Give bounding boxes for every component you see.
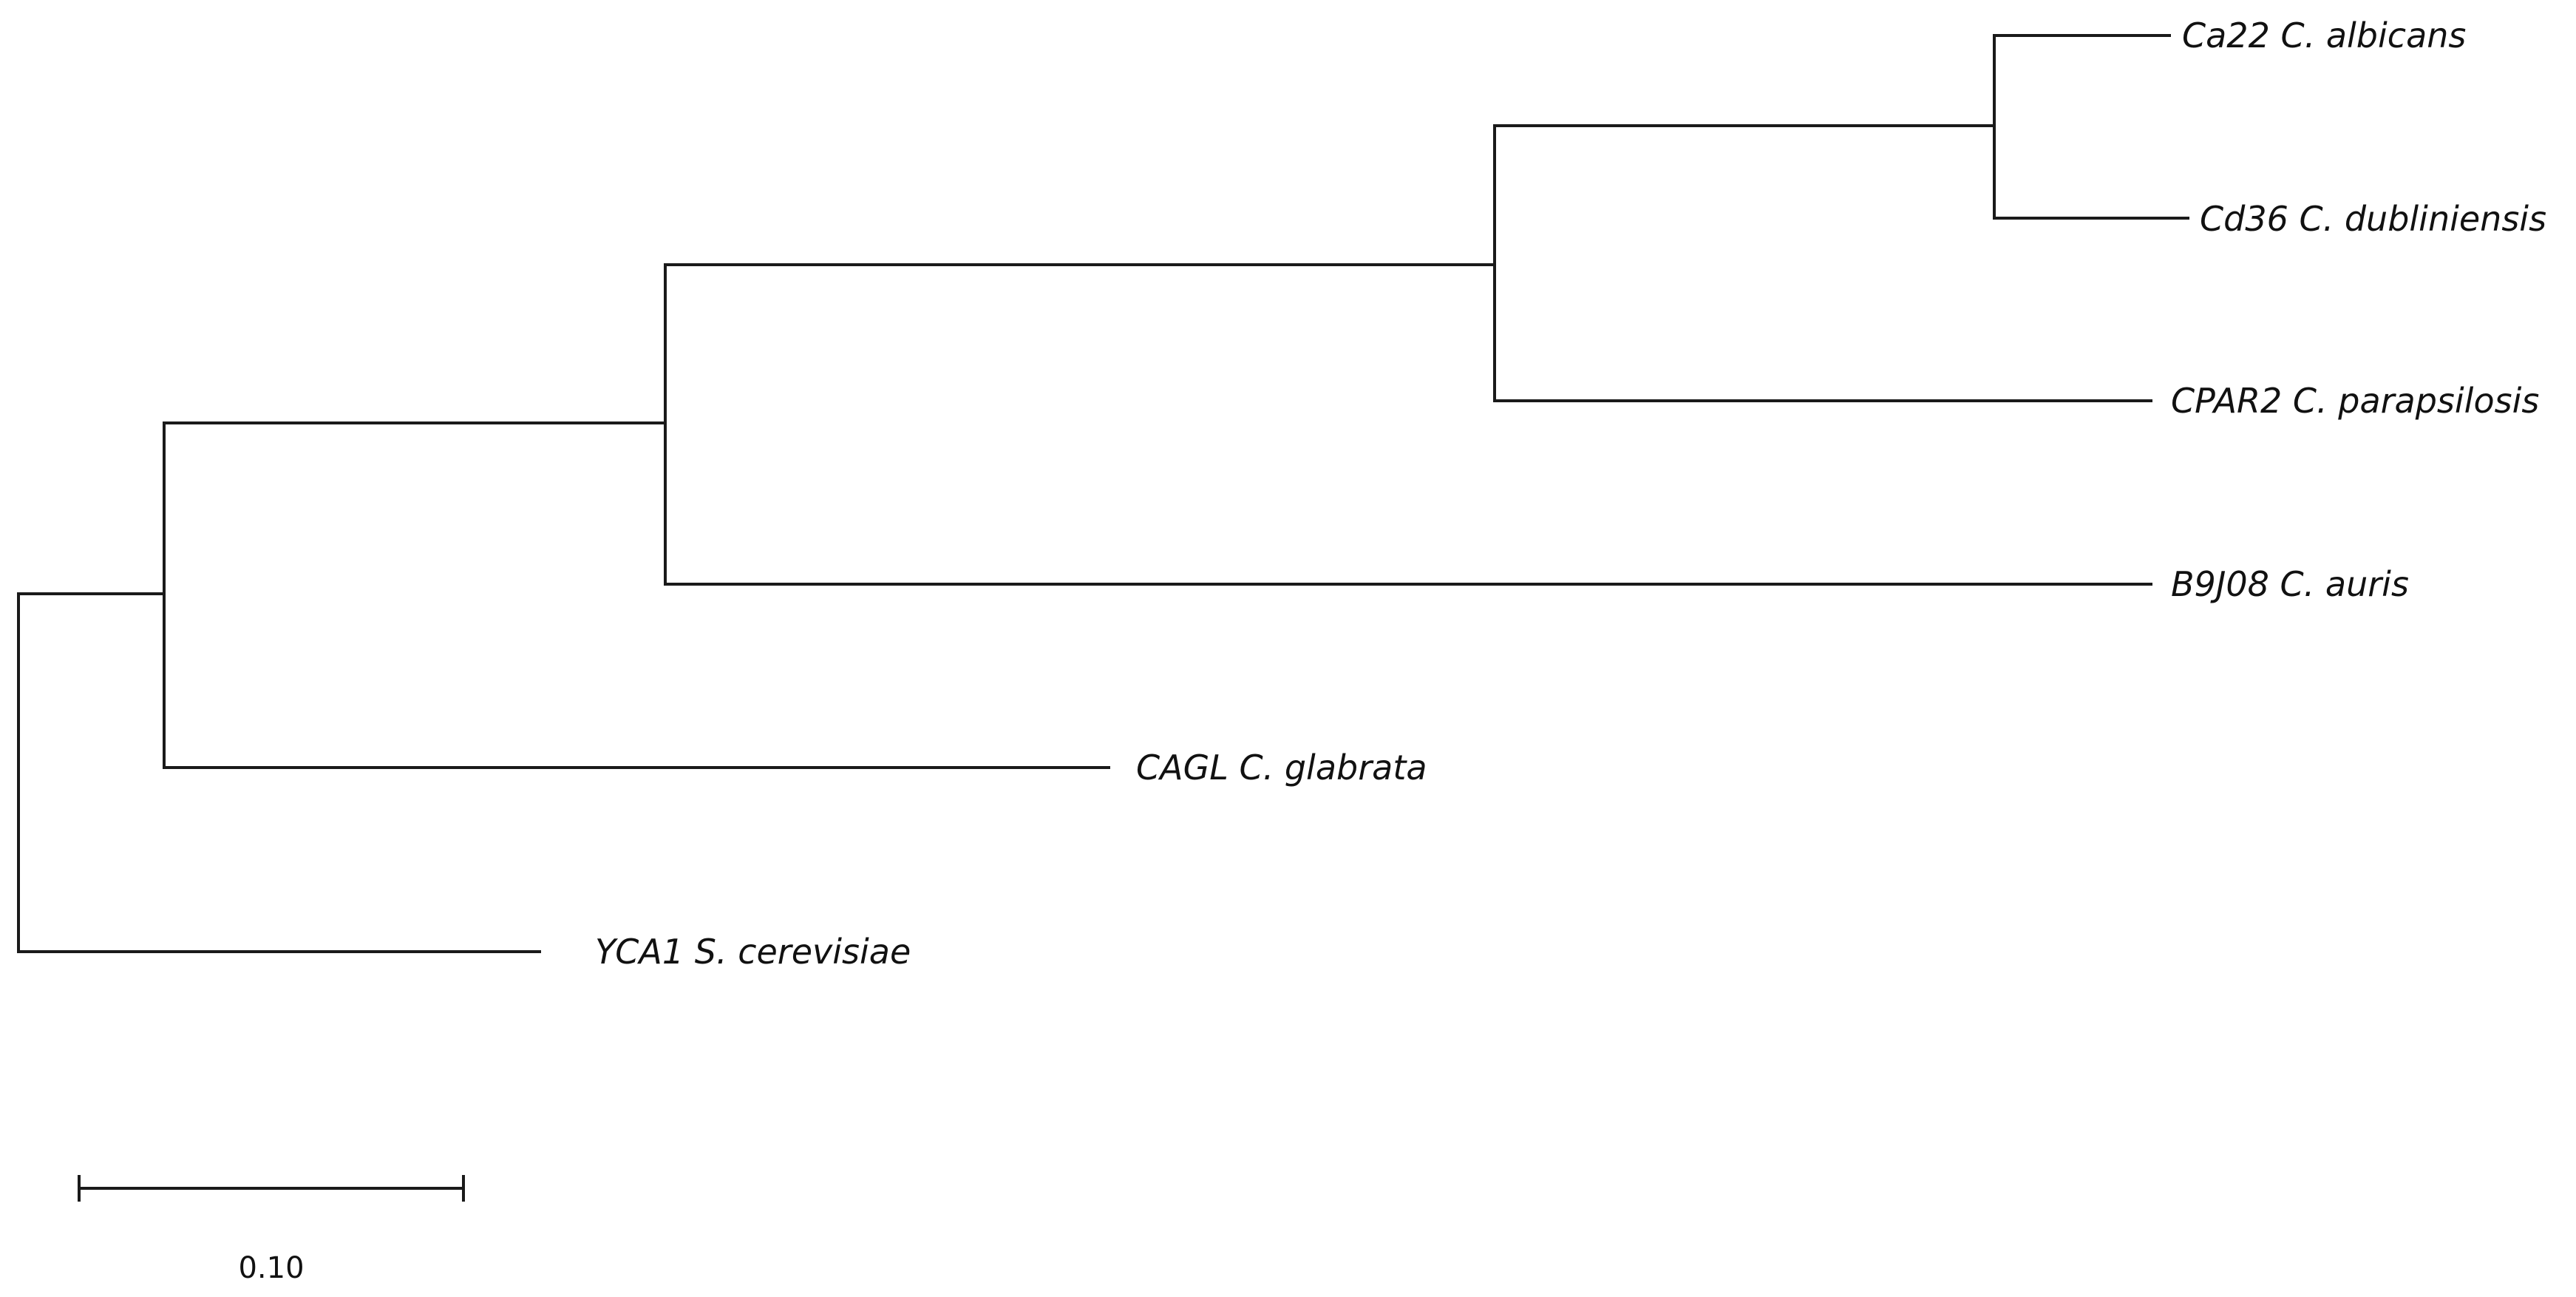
clade-d-node xyxy=(1993,34,2189,220)
root-node xyxy=(17,592,541,953)
scale-bar: 0.10 xyxy=(78,1175,465,1285)
leaf-label-cpar2: CPAR2 C. parapsilosis xyxy=(2171,381,2539,421)
leaf-label-b9j08: B9J08 C. auris xyxy=(2171,564,2409,604)
leaf-label-cagl: CAGL C. glabrata xyxy=(1136,748,1427,788)
clade-c-node xyxy=(1493,124,2152,402)
clade-a-node xyxy=(163,421,1110,769)
scale-bar-label: 0.10 xyxy=(238,1251,304,1285)
leaf-label-yca1: YCA1 S. cerevisiae xyxy=(595,932,911,972)
clade-b-node xyxy=(664,263,2152,586)
leaf-label-ca22: Ca22 C. albicans xyxy=(2182,16,2466,55)
leaf-label-cd36: Cd36 C. dubliniensis xyxy=(2200,199,2546,239)
